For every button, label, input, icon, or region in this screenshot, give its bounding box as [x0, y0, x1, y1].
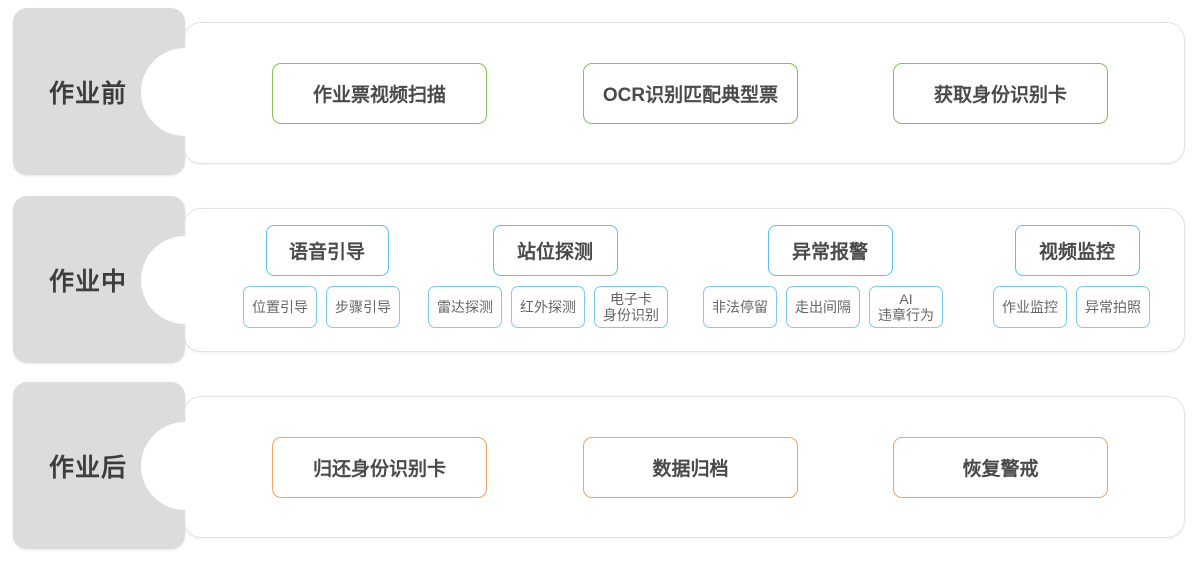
stage-during-tab[interactable]: 作业中 — [13, 196, 229, 363]
sub-line-1: 走出间隔 — [795, 298, 851, 315]
stage-during-label: 作业中 — [48, 267, 127, 296]
sub-line-2: 身份识别 — [603, 307, 659, 323]
stage-after-tab[interactable]: 作业后 — [13, 382, 229, 549]
stage-after: 作业后 归还身份识别卡 数据归档 恢复警戒 — [0, 374, 1200, 572]
stage-before-tab[interactable]: 作业前 — [13, 8, 229, 175]
stage-before-label: 作业前 — [48, 79, 127, 108]
stage-before-content: 作业票视频扫描 OCR识别匹配典型票 获取身份识别卡 — [183, 22, 1185, 164]
sub-line-1: 非法停留 — [712, 298, 768, 315]
before-item-1[interactable]: 作业票视频扫描 — [272, 63, 487, 124]
during-group-2-subs: 雷达探测 红外探测 电子卡 身份识别 — [428, 286, 668, 328]
during-group-1-subs: 位置引导 步骤引导 — [243, 286, 400, 328]
during-sub-4-1[interactable]: 作业监控 — [993, 286, 1067, 328]
during-group-4-head[interactable]: 视频监控 — [1014, 225, 1140, 276]
sub-line-1: 雷达探测 — [437, 298, 493, 315]
during-group-3: 异常报警 非法停留 走出间隔 AI 违章行为 — [703, 225, 957, 328]
sub-line-1: 作业监控 — [1002, 298, 1058, 315]
after-item-2[interactable]: 数据归档 — [583, 437, 798, 498]
sub-line-1: AI — [899, 290, 913, 307]
before-item-2[interactable]: OCR识别匹配典型票 — [583, 63, 798, 124]
notch-shape — [141, 47, 229, 136]
during-group-1: 语音引导 位置引导 步骤引导 — [243, 225, 411, 328]
during-sub-3-2[interactable]: 走出间隔 — [786, 286, 860, 328]
during-sub-1-2[interactable]: 步骤引导 — [326, 286, 400, 328]
before-item-3[interactable]: 获取身份识别卡 — [893, 63, 1108, 124]
stage-during: 作业中 语音引导 位置引导 步骤引导 站位探测 雷达探测 — [0, 188, 1200, 378]
during-group-3-head[interactable]: 异常报警 — [767, 225, 893, 276]
sub-line-1: 位置引导 — [252, 298, 308, 315]
during-sub-3-1[interactable]: 非法停留 — [703, 286, 777, 328]
during-group-3-subs: 非法停留 走出间隔 AI 违章行为 — [703, 286, 943, 328]
during-sub-2-1[interactable]: 雷达探测 — [428, 286, 502, 328]
stage-after-content: 归还身份识别卡 数据归档 恢复警戒 — [183, 396, 1185, 538]
during-group-1-head[interactable]: 语音引导 — [265, 225, 389, 276]
after-item-3[interactable]: 恢复警戒 — [893, 437, 1108, 498]
stage-during-content: 语音引导 位置引导 步骤引导 站位探测 雷达探测 红外探测 — [183, 208, 1185, 352]
during-sub-2-3[interactable]: 电子卡 身份识别 — [594, 286, 668, 328]
during-group-4: 视频监控 作业监控 异常拍照 — [993, 225, 1161, 328]
stage-before: 作业前 作业票视频扫描 OCR识别匹配典型票 获取身份识别卡 — [0, 0, 1200, 190]
after-item-1[interactable]: 归还身份识别卡 — [272, 437, 487, 498]
sub-line-1: 红外探测 — [520, 298, 576, 315]
sub-line-1: 电子卡 — [610, 290, 652, 307]
during-sub-2-2[interactable]: 红外探测 — [511, 286, 585, 328]
sub-line-1: 异常拍照 — [1085, 298, 1141, 315]
during-group-4-subs: 作业监控 异常拍照 — [993, 286, 1150, 328]
notch-shape — [141, 235, 229, 324]
stage-after-label: 作业后 — [48, 453, 127, 482]
during-sub-4-2[interactable]: 异常拍照 — [1076, 286, 1150, 328]
notch-shape — [141, 421, 229, 510]
during-group-2: 站位探测 雷达探测 红外探测 电子卡 身份识别 — [428, 225, 682, 328]
sub-line-1: 步骤引导 — [335, 298, 391, 315]
during-sub-3-3[interactable]: AI 违章行为 — [869, 286, 943, 328]
sub-line-2: 违章行为 — [878, 307, 934, 323]
during-group-2-head[interactable]: 站位探测 — [492, 225, 618, 276]
during-sub-1-1[interactable]: 位置引导 — [243, 286, 317, 328]
